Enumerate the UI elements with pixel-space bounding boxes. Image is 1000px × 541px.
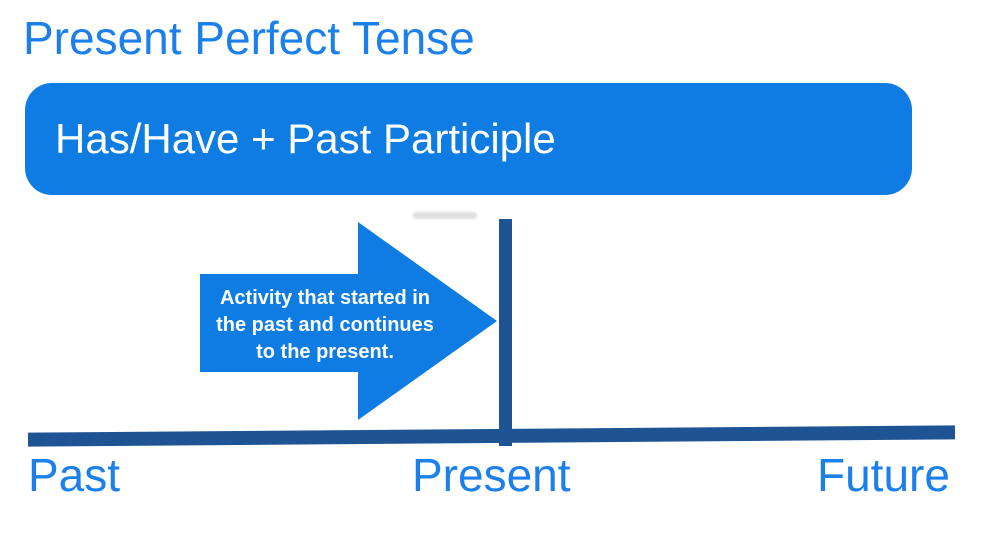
timeline-label-past: Past (28, 449, 121, 501)
arrow-caption-line-3: to the present. (256, 341, 394, 363)
timeline-label-future: Future (817, 449, 950, 501)
page-title: Present Perfect Tense (23, 12, 475, 64)
faint-smudge-artifact (413, 212, 477, 219)
arrow-caption-line-1: Activity that started in (219, 287, 431, 309)
arrow-caption-line-2: the past and continues (216, 314, 434, 336)
timeline-label-present: Present (412, 449, 571, 501)
formula-text: Has/Have + Past Participle (55, 115, 556, 162)
present-marker-line (499, 219, 512, 446)
timeline-axis (27, 425, 956, 447)
block-arrow-icon (200, 222, 497, 420)
arrow-caption: Activity that started in the past and co… (200, 285, 450, 366)
formula-banner: Has/Have + Past Participle (25, 83, 912, 195)
block-arrow-shape (200, 222, 497, 420)
